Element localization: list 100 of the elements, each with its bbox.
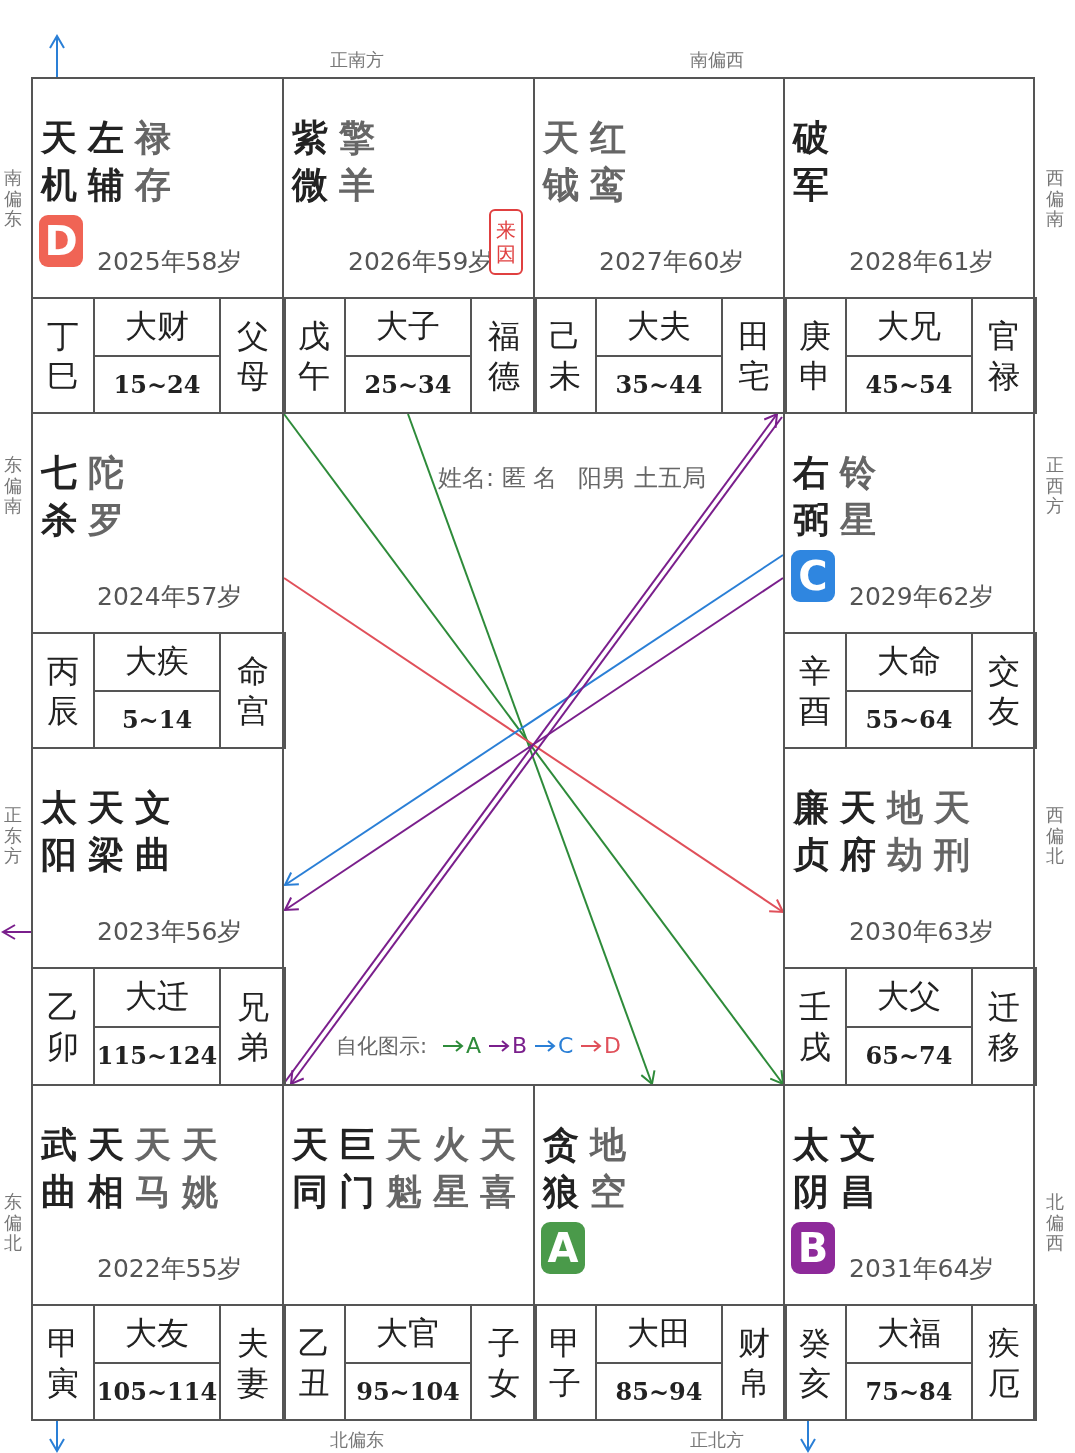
star-name: 天同 — [292, 1123, 328, 1214]
arrow — [407, 413, 656, 1085]
arrow — [49, 1420, 65, 1452]
star-name: 擎羊 — [339, 116, 375, 207]
age-range-label: 45~54 — [865, 369, 953, 399]
palace-name-label: 交友 — [988, 650, 1020, 731]
direction-label: 南偏西 — [690, 48, 744, 72]
palace-cell — [282, 77, 535, 414]
decade-palace-label: 大父 — [877, 976, 941, 1018]
star-name: 太阳 — [41, 786, 77, 877]
star-name: 文曲 — [135, 786, 171, 877]
palace-cell — [783, 747, 1035, 1086]
stem-branch-label: 戊午 — [298, 315, 330, 396]
info-text: 自化图示: — [336, 1033, 428, 1060]
stem-branch-label: 丙辰 — [47, 650, 79, 731]
star-name: 铃星 — [840, 451, 876, 542]
star-name: 巨门 — [339, 1123, 375, 1214]
stem-branch-label: 癸亥 — [799, 1322, 831, 1403]
star-name: 右弼 — [793, 451, 829, 542]
star-name: 天喜 — [480, 1123, 516, 1214]
star-name: 天魁 — [386, 1123, 422, 1214]
palace-name-label: 疾厄 — [988, 1322, 1020, 1403]
stem-branch-label: 甲寅 — [47, 1322, 79, 1403]
star-name: 红鸾 — [590, 116, 626, 207]
stem-branch-label: 壬戌 — [799, 986, 831, 1067]
star-name: 七杀 — [41, 451, 77, 542]
stem-branch-label: 己未 — [549, 315, 581, 396]
palace-name-label: 父母 — [236, 315, 269, 396]
decade-palace-label: 大兄 — [877, 305, 941, 347]
letter-badge: C — [791, 550, 835, 602]
palace-cell — [783, 77, 1035, 414]
direction-label: 南偏东 — [4, 168, 22, 231]
direction-label: 东偏北 — [4, 1192, 22, 1255]
star-name: 天府 — [840, 786, 876, 877]
age-range-label: 115~124 — [96, 1041, 218, 1071]
age-range-label: 55~64 — [865, 704, 953, 734]
star-name: 地空 — [590, 1123, 626, 1214]
age-label: 2028年61岁 — [849, 246, 995, 278]
star-name: 左辅 — [88, 116, 124, 207]
decade-palace-label: 大官 — [376, 1312, 440, 1354]
star-name: 天钺 — [543, 116, 579, 207]
age-label: 2025年58岁 — [97, 246, 243, 278]
arrow — [800, 1420, 816, 1452]
arrow — [2, 924, 32, 940]
palace-cell — [31, 77, 284, 414]
stem-branch-label: 乙丑 — [298, 1322, 330, 1403]
star-name: 天刑 — [934, 786, 970, 877]
palace-name-label: 命宫 — [236, 650, 269, 731]
age-label: 2027年60岁 — [599, 246, 745, 278]
legend-text: B — [512, 1033, 528, 1058]
palace-cell — [533, 1084, 785, 1421]
stem-branch-label: 辛酉 — [799, 650, 831, 731]
decade-palace-label: 大福 — [877, 1312, 941, 1354]
direction-label: 北偏西 — [1046, 1192, 1064, 1255]
palace-cell — [31, 747, 284, 1086]
stem-branch-label: 甲子 — [549, 1322, 581, 1403]
age-label: 2030年63岁 — [849, 916, 995, 948]
palace-cell — [533, 77, 785, 414]
direction-label: 正西方 — [1046, 455, 1064, 518]
star-name: 天相 — [88, 1123, 124, 1214]
palace-name-label: 迁移 — [988, 986, 1020, 1067]
star-name: 天机 — [41, 116, 77, 207]
palace-name-label: 官禄 — [988, 315, 1020, 396]
age-range-label: 5~14 — [121, 704, 193, 734]
decade-palace-label: 大友 — [125, 1312, 189, 1354]
age-range-label: 65~74 — [865, 1041, 953, 1071]
info-text: 阳男 土五局 — [578, 463, 706, 494]
age-label: 2024年57岁 — [97, 581, 243, 613]
decade-palace-label: 大财 — [125, 305, 189, 347]
info-text: 姓名: 匿 名 — [438, 463, 558, 494]
age-range-label: 35~44 — [615, 369, 703, 399]
age-range-label: 85~94 — [615, 1376, 703, 1406]
seal-stamp: 来因 — [489, 209, 523, 275]
palace-cell — [31, 1084, 284, 1421]
direction-label: 东偏南 — [4, 455, 22, 518]
star-name: 火星 — [433, 1123, 469, 1214]
stem-branch-label: 丁巳 — [47, 315, 79, 396]
stem-branch-label: 庚申 — [799, 315, 831, 396]
decade-palace-label: 大迁 — [125, 976, 189, 1018]
star-name: 文昌 — [840, 1123, 876, 1214]
age-label: 2022年55岁 — [97, 1253, 243, 1285]
legend-text: C — [558, 1033, 574, 1058]
star-name: 破军 — [793, 116, 829, 207]
star-name: 陀罗 — [88, 451, 124, 542]
star-name: 武曲 — [41, 1123, 77, 1214]
star-name: 紫微 — [292, 116, 328, 207]
palace-name-label: 兄弟 — [236, 986, 269, 1067]
direction-label: 正东方 — [4, 805, 22, 868]
palace-cell — [783, 412, 1035, 749]
age-label: 2031年64岁 — [849, 1253, 995, 1285]
palace-name-label: 子女 — [487, 1322, 520, 1403]
age-label: 2023年56岁 — [97, 916, 243, 948]
decade-palace-label: 大夫 — [627, 305, 691, 347]
age-range-label: 15~24 — [113, 369, 201, 399]
age-range-label: 75~84 — [865, 1376, 953, 1406]
star-name: 贪狼 — [543, 1123, 579, 1214]
direction-label: 西偏南 — [1046, 168, 1064, 231]
decade-palace-label: 大子 — [376, 305, 440, 347]
age-range-label: 25~34 — [364, 369, 452, 399]
direction-label: 正南方 — [330, 48, 384, 72]
